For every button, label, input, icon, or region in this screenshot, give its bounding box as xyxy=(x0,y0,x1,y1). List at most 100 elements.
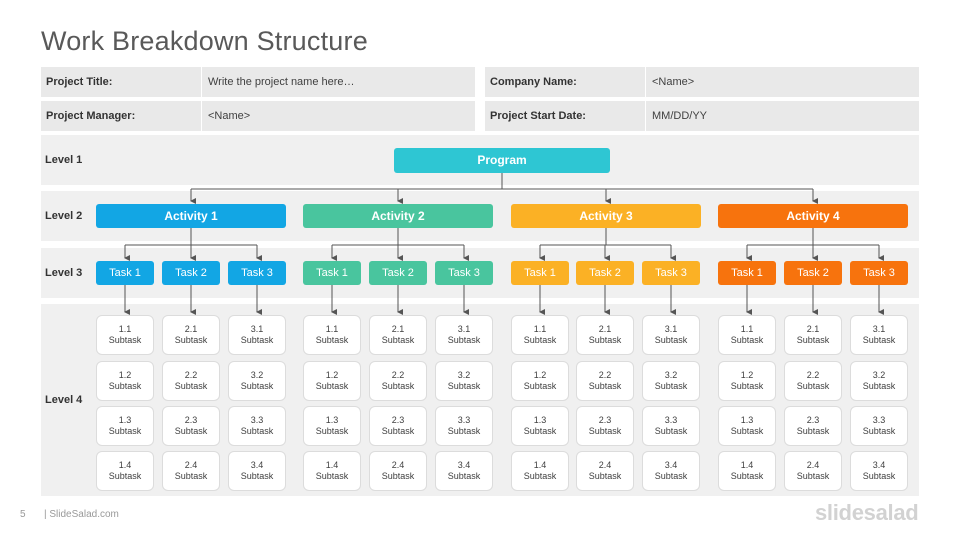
subtask-label: Subtask xyxy=(862,381,896,391)
subtask-number: 2.4 xyxy=(806,460,820,470)
project-manager-field[interactable]: <Name> xyxy=(202,101,475,131)
subtask-label: Subtask xyxy=(523,426,557,436)
activity-1-node[interactable]: Activity 1 xyxy=(96,204,286,228)
subtask-number: 1.2 xyxy=(325,370,339,380)
subtask-number: 3.1 xyxy=(250,324,264,334)
level-1-label: Level 1 xyxy=(45,154,83,166)
activity-4-node[interactable]: Activity 4 xyxy=(718,204,908,228)
activity-1-task-1[interactable]: Task 1 xyxy=(96,261,154,285)
activity-1-task-3[interactable]: Task 3 xyxy=(228,261,286,285)
activity-4-task-1[interactable]: Task 1 xyxy=(718,261,776,285)
subtask-number: 3.3 xyxy=(457,415,471,425)
start-date-field[interactable]: MM/DD/YY xyxy=(646,101,919,131)
subtask-number: 2.2 xyxy=(806,370,820,380)
subtask-number: 1.3 xyxy=(533,415,547,425)
activity-3-task-1[interactable]: Task 1 xyxy=(511,261,569,285)
subtask-label: Subtask xyxy=(862,426,896,436)
subtask-number: 1.4 xyxy=(533,460,547,470)
subtask-label: Subtask xyxy=(862,335,896,345)
subtask-number: 1.4 xyxy=(740,460,754,470)
activity-3-node[interactable]: Activity 3 xyxy=(511,204,701,228)
company-name-field[interactable]: <Name> xyxy=(646,67,919,97)
subtask-label: Subtask xyxy=(523,335,557,345)
subtask-number: 3.3 xyxy=(664,415,678,425)
subtask-label: Subtask xyxy=(108,471,142,481)
activity-3-task-3[interactable]: Task 3 xyxy=(642,261,700,285)
activity-2-task-3[interactable]: Task 3 xyxy=(435,261,493,285)
activity-2-task-1[interactable]: Task 1 xyxy=(303,261,361,285)
subtask-number: 2.2 xyxy=(598,370,612,380)
subtask-label: Subtask xyxy=(108,381,142,391)
subtask-label: Subtask xyxy=(174,471,208,481)
subtask-number: 3.3 xyxy=(250,415,264,425)
subtask-label: Subtask xyxy=(108,335,142,345)
activity-4-task-3[interactable]: Task 3 xyxy=(850,261,908,285)
activity-3-task-2[interactable]: Task 2 xyxy=(576,261,634,285)
subtask-label: Subtask xyxy=(315,381,349,391)
activity-4-task-2[interactable]: Task 2 xyxy=(784,261,842,285)
activity-2-task-2[interactable]: Task 2 xyxy=(369,261,427,285)
activity-1-task-2[interactable]: Task 2 xyxy=(162,261,220,285)
project-title-field[interactable]: Write the project name here… xyxy=(202,67,475,97)
subtask-label: Subtask xyxy=(654,335,688,345)
subtask-label: Subtask xyxy=(381,381,415,391)
program-node[interactable]: Program xyxy=(394,148,610,173)
subtask-label: Subtask xyxy=(796,335,830,345)
subtask-label: Subtask xyxy=(523,381,557,391)
subtask-number: 2.3 xyxy=(598,415,612,425)
subtask-label: Subtask xyxy=(315,335,349,345)
page-title: Work Breakdown Structure xyxy=(41,26,368,56)
subtask-number: 3.4 xyxy=(664,460,678,470)
activity-2-node[interactable]: Activity 2 xyxy=(303,204,493,228)
subtask-label: Subtask xyxy=(730,426,764,436)
